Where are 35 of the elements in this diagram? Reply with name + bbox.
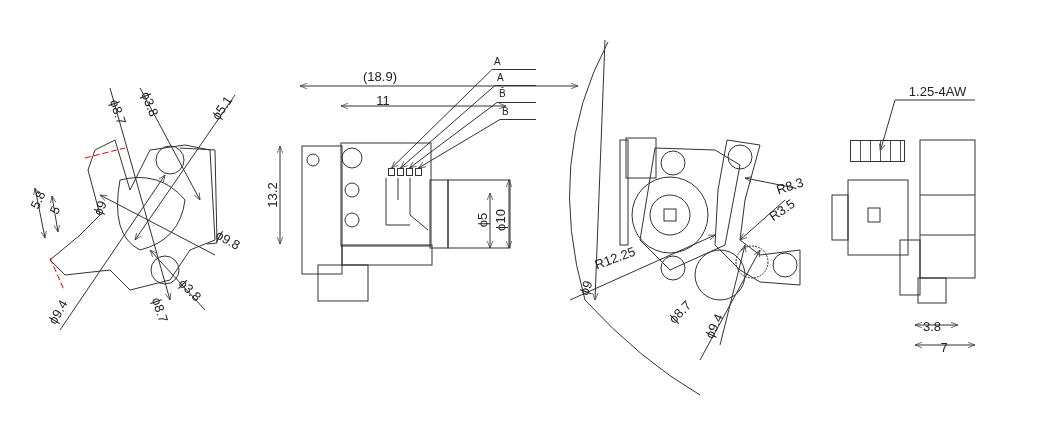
dimension-text: ϕ3.8 (139, 89, 161, 119)
leader-line (418, 119, 501, 169)
solder-pad (397, 168, 404, 176)
dimension-text: 5.8 (28, 189, 48, 211)
dimension-text: ϕ9 (91, 198, 109, 218)
wire-spec-text: 1.25-4AW (908, 84, 967, 98)
dimension-text: ϕ9 (577, 278, 595, 298)
dimension-text: R12.25 (593, 244, 637, 272)
dimension-text: 11 (376, 93, 390, 107)
dimension-text: R3.5 (767, 196, 797, 224)
leader-line (400, 85, 496, 169)
leader-line (391, 69, 493, 169)
dimension-text: ϕ8.7 (149, 295, 171, 325)
dimension-text: ϕ9.8 (213, 228, 243, 252)
solder-pad (406, 168, 413, 176)
dimension-text: ϕ8.7 (107, 97, 129, 127)
dimension-text: ϕ3.8 (176, 276, 204, 304)
pin-label: B̄ (497, 89, 536, 103)
dimension-text: 5 (47, 203, 63, 217)
pin-label: A (495, 73, 536, 86)
solder-pad (415, 168, 422, 176)
pin-label: A (492, 57, 536, 70)
connector-housing (850, 140, 905, 162)
pin-label: B (500, 107, 536, 120)
dimension-text: (18.9) (363, 69, 397, 83)
dimension-text: 3.8 (922, 319, 942, 333)
leader-line (409, 102, 498, 169)
dimension-text: ϕ10 (493, 209, 507, 231)
dimension-text: R8.3 (774, 175, 806, 197)
dimension-text: ϕ5 (475, 212, 489, 228)
leader-line (879, 99, 976, 152)
dimension-text: 7 (940, 340, 948, 354)
dimension-text: 13.2 (265, 182, 279, 208)
dimension-text: ϕ9.4 (702, 311, 726, 341)
solder-pad (388, 168, 395, 176)
